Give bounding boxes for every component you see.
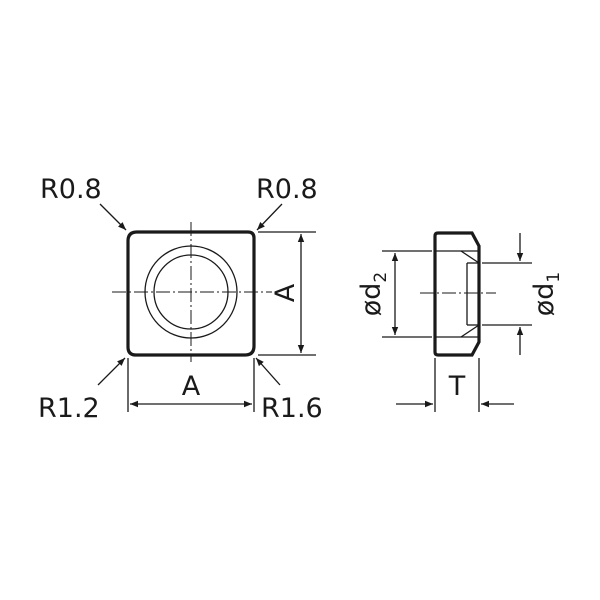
- leader-bottom-left: [97, 357, 126, 386]
- corner-label-bottom-left: R1.2: [38, 393, 100, 424]
- corner-label-top-right: R0.8: [256, 174, 318, 205]
- d1-label-index: 1: [544, 272, 564, 283]
- d1-label: ød1: [529, 272, 564, 317]
- leader-top-left: [99, 203, 127, 231]
- counterbore-step-lower: [460, 324, 480, 338]
- counterbore-step-upper: [460, 250, 480, 264]
- dimension-label-width: A: [182, 371, 201, 402]
- side-profile-outline: [433, 231, 481, 357]
- d1-label-prefix: ød: [529, 283, 560, 317]
- corner-label-bottom-right: R1.6: [261, 393, 323, 424]
- side-view: ød2 ød1 T: [356, 231, 564, 412]
- leader-bottom-right: [255, 357, 281, 386]
- d2-label: ød2: [356, 272, 391, 317]
- leader-top-right: [256, 203, 283, 231]
- d2-label-index: 2: [371, 272, 391, 283]
- dimension-label-height: A: [270, 283, 301, 302]
- front-view: A A R0.8 R0.8 R1.2 R1.6: [38, 174, 323, 424]
- corner-label-top-left: R0.8: [40, 174, 102, 205]
- d2-label-prefix: ød: [356, 283, 387, 317]
- thickness-label: T: [448, 371, 466, 402]
- insert-outline: [126, 230, 256, 357]
